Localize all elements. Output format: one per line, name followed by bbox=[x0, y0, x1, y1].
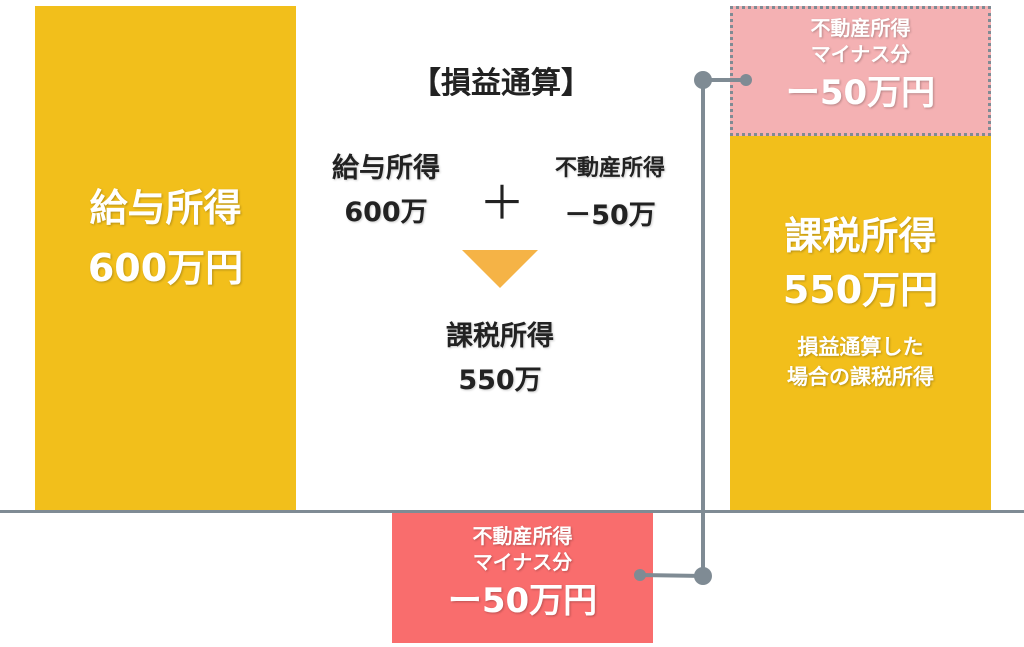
loss-line1: 不動産所得 bbox=[472, 524, 573, 548]
taxable-note-line1: 損益通算した bbox=[797, 335, 924, 359]
salary-income-bar: 給与所得 600万円 bbox=[35, 6, 296, 510]
equation-real-estate-label: 不動産所得 bbox=[554, 156, 665, 181]
salary-income-label: 給与所得 bbox=[89, 186, 242, 230]
real-estate-loss-box: 不動産所得 マイナス分 ー50万円 bbox=[392, 513, 653, 643]
connector-joint-bottom bbox=[694, 567, 712, 585]
taxable-income-bar: 課税所得 550万円 損益通算した 場合の課税所得 bbox=[730, 136, 991, 510]
diagram-title: 【損益通算】 bbox=[411, 66, 591, 101]
taxable-income-label: 課税所得 bbox=[784, 214, 937, 258]
equation-salary-label: 給与所得 bbox=[332, 153, 440, 184]
taxable-note-line2: 場合の課税所得 bbox=[787, 365, 934, 389]
equation-result-value: 550万 bbox=[458, 365, 542, 396]
loss-line2: マイナス分 bbox=[472, 550, 573, 574]
equation-salary-value: 600万 bbox=[344, 197, 428, 228]
connector-dot-end bbox=[740, 74, 752, 86]
equation-salary: 給与所得 600万 bbox=[306, 150, 466, 232]
down-arrow-icon bbox=[462, 250, 538, 288]
equation-result: 課税所得 550万 bbox=[420, 318, 580, 400]
ghost-line1: 不動産所得 bbox=[810, 16, 911, 40]
connector-joint-top bbox=[694, 71, 712, 89]
ghost-value: ー50万円 bbox=[785, 73, 936, 113]
taxable-income-value: 550万円 bbox=[782, 268, 939, 312]
plus-icon: ＋ bbox=[479, 176, 525, 230]
zero-baseline bbox=[0, 510, 1024, 513]
loss-value: ー50万円 bbox=[447, 581, 598, 621]
equation-result-label: 課税所得 bbox=[446, 321, 554, 352]
connector-dot-start bbox=[634, 569, 646, 581]
salary-income-value: 600万円 bbox=[87, 246, 244, 290]
equation-real-estate: 不動産所得 －50万 bbox=[530, 150, 690, 235]
offset-loss-ghost-box: 不動産所得 マイナス分 ー50万円 bbox=[730, 6, 991, 136]
equation-real-estate-value: －50万 bbox=[564, 200, 656, 231]
ghost-line2: マイナス分 bbox=[810, 42, 911, 66]
connector-path bbox=[639, 78, 746, 579]
